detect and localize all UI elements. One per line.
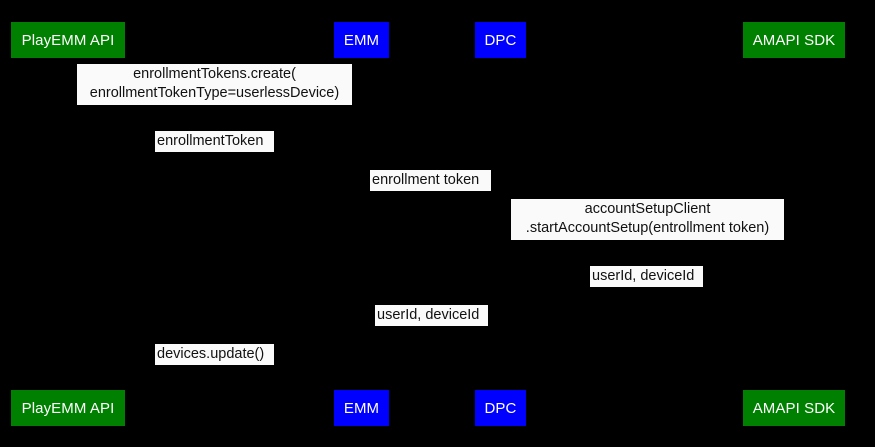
message-label-enrollment-token-response: enrollmentToken (155, 131, 274, 152)
message-label-enrollment-tokens-create: enrollmentTokens.create( enrollmentToken… (77, 64, 352, 105)
participant-playemm-api-top[interactable]: PlayEMM API (11, 22, 125, 58)
participant-emm-bottom[interactable]: EMM (334, 390, 389, 426)
participant-amapi-sdk-bottom[interactable]: AMAPI SDK (743, 390, 845, 426)
participant-label: EMM (343, 31, 380, 49)
participant-amapi-sdk-top[interactable]: AMAPI SDK (743, 22, 845, 58)
participant-label: DPC (484, 31, 517, 49)
message-label-start-account-setup: accountSetupClient .startAccountSetup(en… (511, 199, 784, 240)
participant-dpc-bottom[interactable]: DPC (475, 390, 526, 426)
participant-label: EMM (343, 399, 380, 417)
message-label-enrollment-token-transfer: enrollment token (370, 170, 491, 191)
participant-label: PlayEMM API (21, 399, 115, 417)
message-label-userid-deviceid-emm: userId, deviceId (375, 305, 488, 326)
participant-playemm-api-bottom[interactable]: PlayEMM API (11, 390, 125, 426)
participant-emm-top[interactable]: EMM (334, 22, 389, 58)
participant-label: DPC (484, 399, 517, 417)
message-label-devices-update: devices.update() (155, 344, 274, 365)
participant-dpc-top[interactable]: DPC (475, 22, 526, 58)
participant-label: AMAPI SDK (752, 31, 836, 49)
participant-label: PlayEMM API (21, 31, 115, 49)
participant-label: AMAPI SDK (752, 399, 836, 417)
message-label-userid-deviceid-sdk: userId, deviceId (590, 266, 703, 287)
